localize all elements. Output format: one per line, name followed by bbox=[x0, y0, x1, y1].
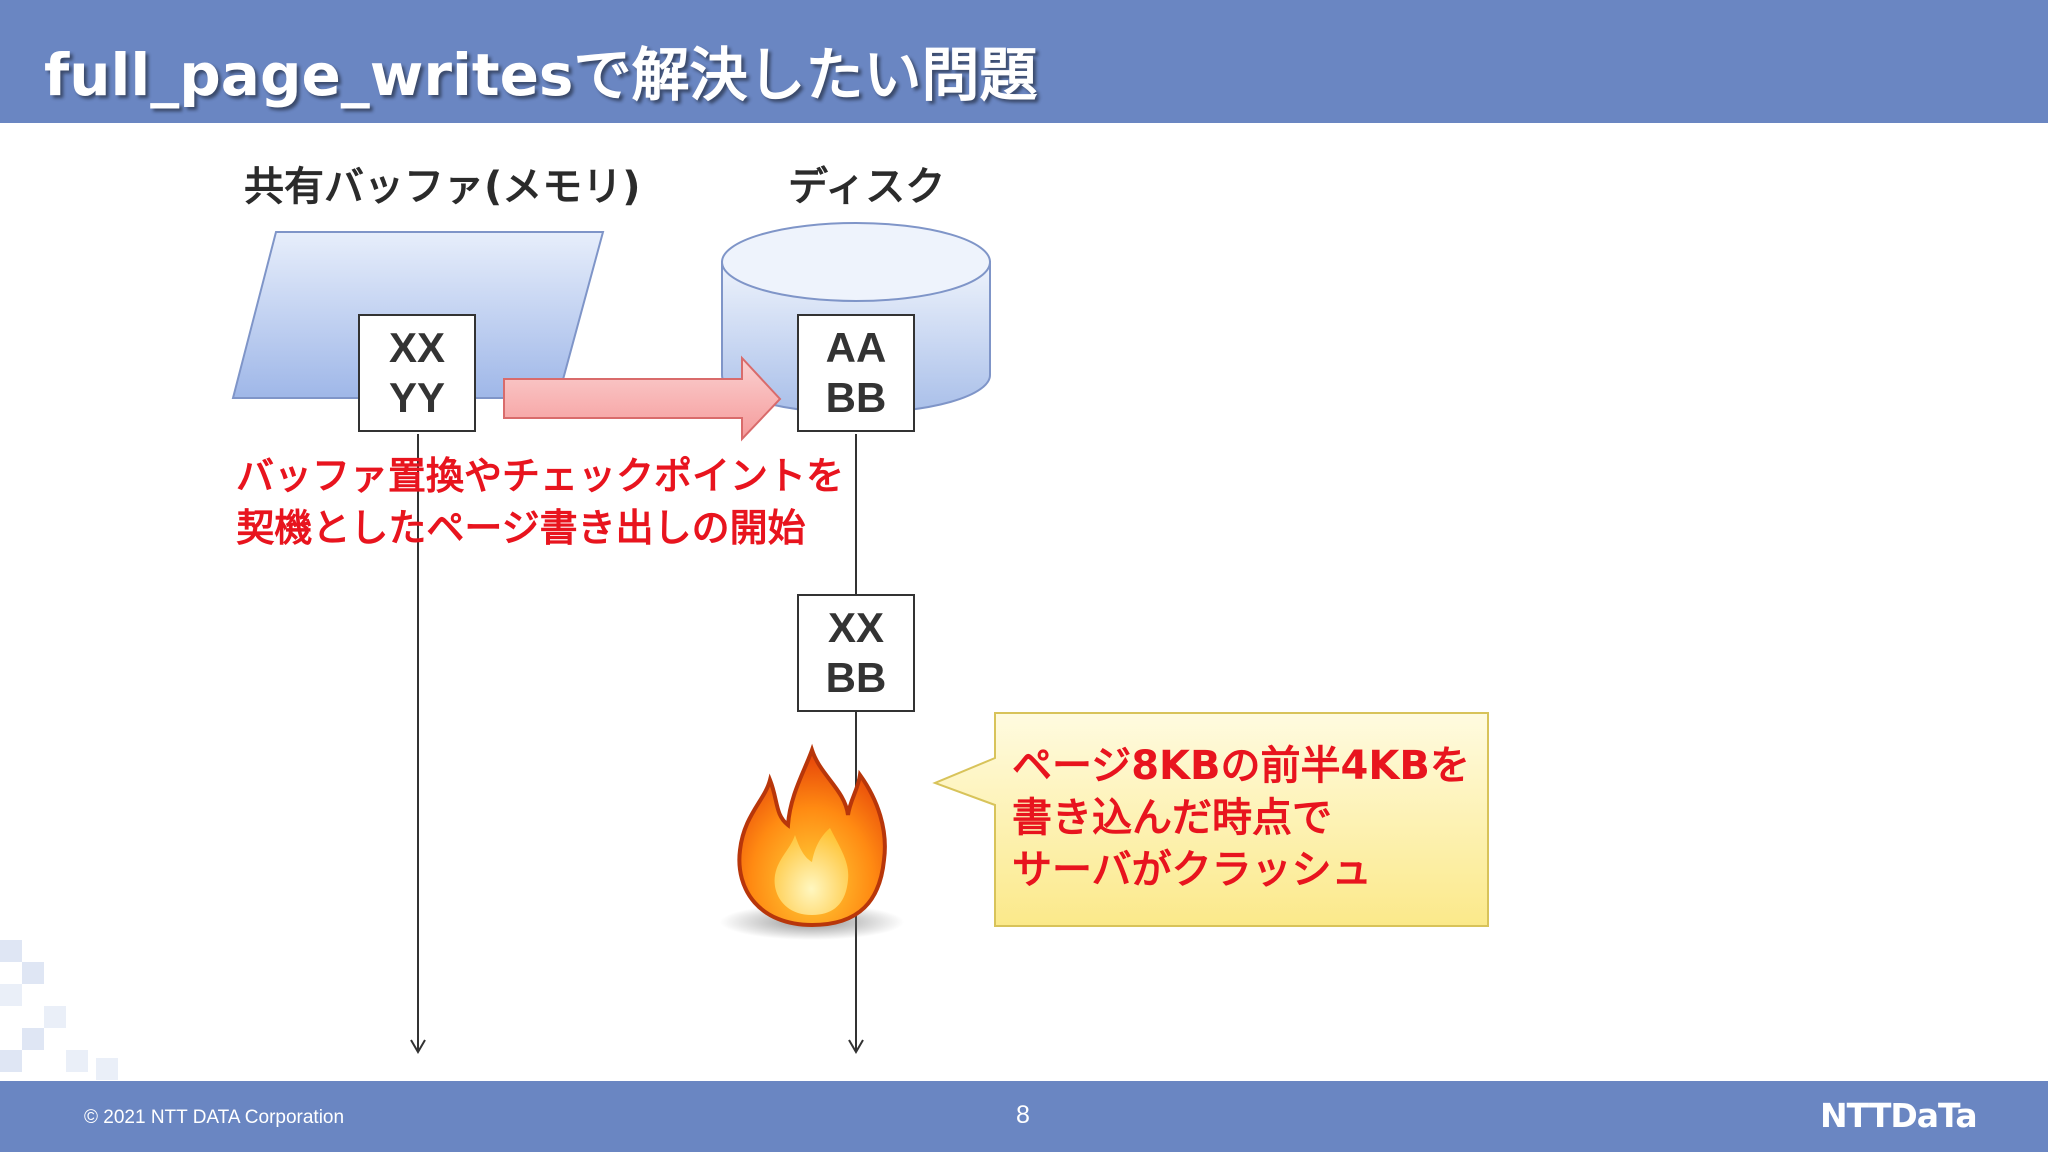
annotation-line2: 契機としたページ書き出しの開始 bbox=[236, 506, 806, 550]
buffer-page-line1: XX bbox=[388, 324, 446, 371]
disk-page-before-line2: BB bbox=[825, 374, 887, 421]
callout-line1: ページ8KBの前半4KBを bbox=[1012, 743, 1470, 789]
page-number: 8 bbox=[1016, 1101, 1030, 1129]
logo-text: NTTDaTa bbox=[1820, 1096, 1977, 1135]
ntt-data-logo: NTTDaTa bbox=[1820, 1096, 1978, 1135]
slide-footer: © 2021 NTT DATA Corporation 8 NTTDaTa bbox=[0, 1081, 2048, 1152]
write-start-annotation: バッファ置換やチェックポイントを 契機としたページ書き出しの開始 bbox=[236, 450, 845, 554]
disk-page-before-line1: AA bbox=[825, 324, 887, 371]
disk-page-after-box: XX BB bbox=[797, 594, 915, 712]
crash-callout-text: ページ8KBの前半4KBを 書き込んだ時点で サーバがクラッシュ bbox=[1012, 740, 1470, 896]
disk-cylinder bbox=[721, 222, 991, 414]
corner-decoration bbox=[0, 940, 118, 1080]
buffer-page-box: XX YY bbox=[358, 314, 476, 432]
copyright-text: © 2021 NTT DATA Corporation bbox=[84, 1107, 345, 1128]
annotation-line1: バッファ置換やチェックポイントを bbox=[236, 454, 845, 498]
buffer-page-line2: YY bbox=[388, 374, 446, 421]
slide-title: full_page_writesで解決したい問題 bbox=[44, 41, 1038, 109]
callout-bubble bbox=[932, 712, 1489, 927]
buffer-label: 共有バッファ(メモリ) bbox=[244, 164, 641, 210]
disk-page-before-box: AA BB bbox=[797, 314, 915, 432]
slide-header: full_page_writesで解決したい問題 bbox=[0, 0, 2048, 123]
disk-page-after-line2: BB bbox=[825, 654, 887, 701]
arrow-right-icon bbox=[503, 355, 782, 442]
callout-line2: 書き込んだ時点で bbox=[1012, 795, 1332, 841]
disk-page-after-line1: XX bbox=[827, 604, 885, 651]
disk-label: ディスク bbox=[788, 164, 946, 210]
fire-icon bbox=[720, 743, 904, 940]
callout-line3: サーバがクラッシュ bbox=[1012, 847, 1372, 893]
